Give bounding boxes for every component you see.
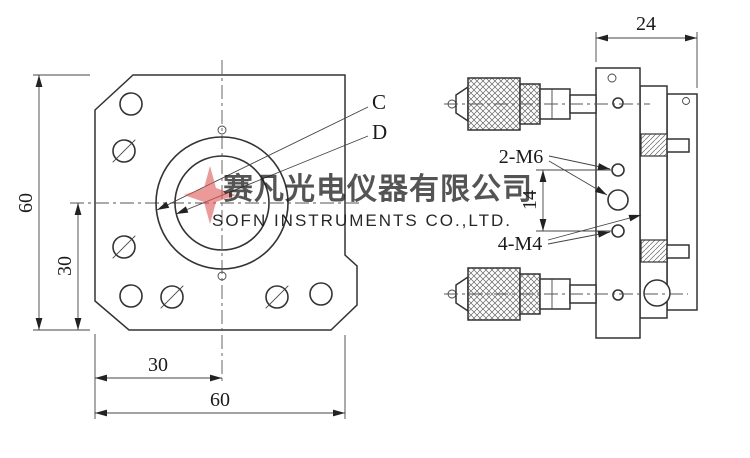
screw-hole (112, 139, 136, 163)
main-plate (595, 67, 641, 339)
m6-hole-lower (611, 224, 625, 238)
spindle-hole-top (612, 97, 624, 109)
plate-hole (682, 97, 690, 105)
dim-width: 60 (210, 389, 230, 411)
far-plate (666, 93, 698, 311)
watermark-company-cn: 赛凡光电仪器有限公司 (223, 172, 533, 207)
label-c: C (372, 90, 386, 114)
mount-hole (119, 92, 143, 116)
screw-hole (160, 285, 184, 309)
screw-slot (112, 235, 136, 259)
leader-line-m6 (548, 155, 611, 170)
leader-line-m4 (547, 214, 642, 241)
flange-hole-bottom (217, 271, 227, 281)
kinematic-ball (643, 279, 671, 307)
m6-hole-upper (611, 163, 625, 177)
side-view-dimensions: 24 14 2-M6 4-M4 (498, 13, 698, 255)
label-d: D (372, 120, 387, 144)
leader-line-m4 (547, 230, 611, 245)
dim-height: 60 (15, 193, 37, 213)
spring-plunger-top (640, 133, 668, 157)
plunger-cap-top (666, 138, 690, 153)
screw-hole (265, 285, 289, 309)
aperture-outer-circle (155, 136, 289, 270)
top-setscrew (607, 73, 617, 83)
screw-slot (160, 285, 184, 309)
side-view (444, 67, 698, 339)
mount-plate-outline (94, 74, 358, 331)
dim-half-width: 30 (148, 354, 168, 376)
dim-half-height: 30 (54, 256, 76, 276)
front-view-dimensions: 60 30 30 60 C D (15, 74, 387, 419)
spindle-hole-bottom (612, 289, 624, 301)
watermark-company-en: SOFN INSTRUMENTS CO.,LTD. (212, 211, 512, 230)
front-view (70, 60, 362, 384)
flange-hole-top (217, 125, 227, 135)
watermark-logo (184, 166, 236, 224)
dim-depth: 24 (636, 13, 656, 35)
mount-hole (309, 282, 333, 306)
screw-slot (112, 139, 136, 163)
center-hole (607, 189, 629, 211)
spring-plunger-bottom (640, 239, 668, 263)
aperture-inner-circle (174, 155, 270, 251)
screw-slot (265, 285, 289, 309)
mount-hole (119, 284, 143, 308)
label-4-m4: 4-M4 (498, 233, 542, 255)
label-2-m6: 2-M6 (499, 146, 543, 168)
dim-hole-spacing: 14 (519, 190, 541, 210)
plunger-cap-bottom (666, 244, 690, 259)
leader-line-m6 (548, 160, 608, 196)
watermark: 赛凡光电仪器有限公司 SOFN INSTRUMENTS CO.,LTD. (184, 166, 533, 230)
screw-hole (112, 235, 136, 259)
